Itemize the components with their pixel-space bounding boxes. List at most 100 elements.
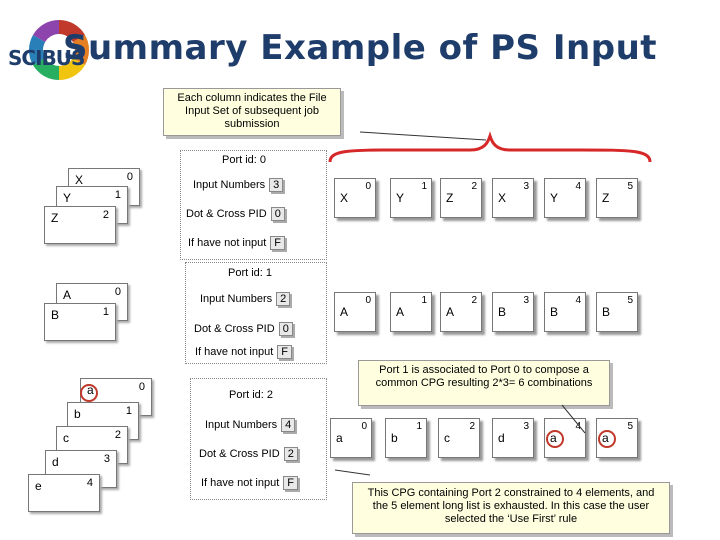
stack-index: 3 <box>103 453 110 465</box>
cell-letter: d <box>498 431 505 445</box>
cell-index: 0 <box>365 181 371 192</box>
if-not-label: If have not input <box>195 346 274 358</box>
callout-bottom-text: This CPG containing Port 2 constrained t… <box>367 487 655 525</box>
callout-mid: Port 1 is associated to Port 0 to compos… <box>358 360 610 406</box>
cell-index: 2 <box>471 181 477 192</box>
cell-index: 0 <box>365 295 371 306</box>
stack-letter: Z <box>51 211 59 225</box>
cell-index: 5 <box>627 181 633 192</box>
cell-index: 0 <box>361 421 367 432</box>
stack-letter: c <box>63 431 69 445</box>
connector-lines <box>334 404 586 476</box>
input-numbers-label: Input Numbers <box>205 419 278 431</box>
column-brace <box>328 131 652 163</box>
stack-letter: d <box>52 455 59 469</box>
cell-letter: Y <box>396 191 405 205</box>
highlight-circle <box>80 384 98 402</box>
stack-letter: Y <box>63 191 72 205</box>
input-numbers-label: Input Numbers <box>193 179 266 191</box>
dot-cross-label: Dot & Cross PID <box>194 323 275 335</box>
stack-index: 2 <box>114 429 121 441</box>
cell-letter: A <box>396 305 405 319</box>
stack-letter: B <box>51 308 60 322</box>
cell-letter: a <box>336 431 343 445</box>
cell-index: 2 <box>471 295 477 306</box>
stack-letter: e <box>35 479 42 493</box>
stack-index: 0 <box>138 381 145 393</box>
callout-mid-text: Port 1 is associated to Port 0 to compos… <box>375 364 593 389</box>
cell-index: 1 <box>421 295 427 306</box>
cell-letter: X <box>498 191 507 205</box>
port-0-label: Port id: 0 <box>222 154 267 166</box>
callout-bottom: This CPG containing Port 2 constrained t… <box>352 482 670 534</box>
port-2-label: Port id: 2 <box>229 389 274 401</box>
dot-cross-value[interactable]: 0 <box>278 322 293 336</box>
cell-letter: b <box>391 431 398 445</box>
if-not-value[interactable]: F <box>283 476 299 490</box>
stack-letter: b <box>74 407 81 421</box>
cell-index: 5 <box>627 295 633 306</box>
stack-index: 1 <box>125 405 132 417</box>
port-2-box <box>190 378 327 500</box>
cell-letter: c <box>444 431 450 445</box>
if-not-value[interactable]: F <box>277 345 293 359</box>
cell-index: 4 <box>575 181 581 192</box>
if-not-value[interactable]: F <box>270 236 286 250</box>
input-numbers-value[interactable]: 3 <box>269 178 284 192</box>
cell-index: 1 <box>421 181 427 192</box>
if-not-label: If have not input <box>188 237 267 249</box>
if-not-label: If have not input <box>201 477 280 489</box>
dot-cross-value[interactable]: 0 <box>270 207 285 221</box>
stack-index: 2 <box>102 209 109 221</box>
cell-letter: Z <box>446 191 454 205</box>
page-title: Summary Example of PS Input <box>62 28 658 68</box>
input-numbers-value[interactable]: 2 <box>276 292 291 306</box>
cell-index: 4 <box>575 295 581 306</box>
cell-index: 3 <box>523 295 529 306</box>
stack-index: 4 <box>86 477 93 489</box>
dot-cross-label: Dot & Cross PID <box>199 448 280 460</box>
dot-cross-label: Dot & Cross PID <box>186 208 267 220</box>
highlight-circle <box>598 430 616 448</box>
input-numbers-value[interactable]: 4 <box>281 418 296 432</box>
cell-index: 3 <box>523 421 529 432</box>
dot-cross-value[interactable]: 2 <box>283 447 298 461</box>
stack-letter: X <box>75 173 84 187</box>
callout-top: Each column indicates the File Input Set… <box>163 88 341 136</box>
cell-index: 1 <box>416 421 422 432</box>
cell-index: 4 <box>575 421 581 432</box>
cell-letter: B <box>498 305 507 319</box>
cell-letter: X <box>340 191 349 205</box>
stack-letter: A <box>63 288 72 302</box>
input-numbers-label: Input Numbers <box>200 293 273 305</box>
cell-letter: A <box>446 305 455 319</box>
cell-index: 5 <box>627 421 633 432</box>
port-1-box <box>185 262 327 364</box>
logo-text: SCIBUS <box>8 46 85 70</box>
